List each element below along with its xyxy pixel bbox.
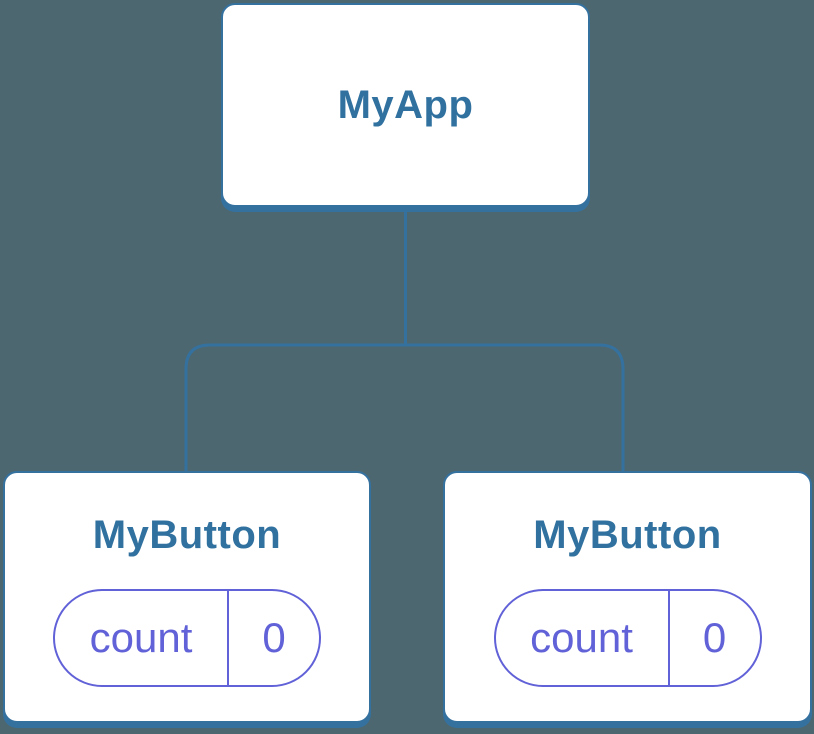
state-key: count — [89, 614, 193, 661]
state-pill: count 0 — [493, 589, 762, 687]
component-node-mybutton-right: MyButton count 0 — [443, 471, 812, 723]
state-pill: count 0 — [53, 589, 321, 687]
state-value: 0 — [227, 591, 319, 685]
component-label: MyButton — [92, 513, 282, 557]
connector-branch — [184, 343, 625, 478]
component-label: MyApp — [337, 83, 474, 127]
state-key: count — [530, 614, 633, 661]
component-node-mybutton-left: MyButton count 0 — [3, 471, 371, 723]
component-label: MyButton — [533, 513, 722, 557]
state-value: 0 — [667, 591, 760, 685]
component-node-myapp: MyApp — [221, 3, 590, 207]
